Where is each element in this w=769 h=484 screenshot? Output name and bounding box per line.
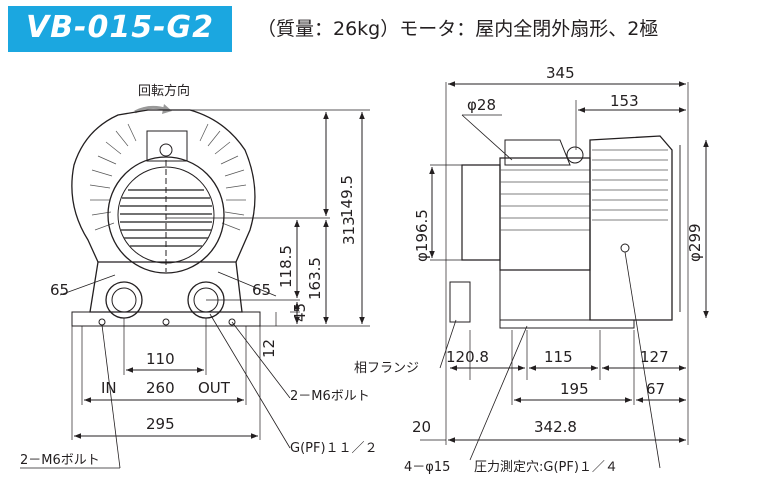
dim-153: 153	[610, 92, 639, 110]
spec-text: （質量：26kg）モータ：屋内全閉外扇形、2極	[257, 18, 659, 40]
port-in-label: IN	[101, 379, 117, 397]
model-number: VB-015-G2	[25, 10, 215, 45]
model-badge: VB-015-G2	[8, 6, 232, 52]
dim-65-right: 65	[252, 281, 271, 299]
dim-phi196-5: φ196.5	[413, 209, 431, 262]
bolt-callout-right: 2－M6ボルト	[290, 389, 370, 404]
dim-phi28: φ28	[467, 96, 496, 114]
dim-110: 110	[146, 350, 175, 368]
dim-127: 127	[640, 348, 669, 366]
pipe-thread-callout: G(PF)１１／２	[290, 441, 378, 456]
bolt-callout-bottom: 2－M6ボルト	[20, 453, 100, 468]
dim-20: 20	[412, 418, 431, 436]
dim-115: 115	[544, 348, 573, 366]
dim-195: 195	[560, 380, 589, 398]
dim-65-left: 65	[50, 281, 69, 299]
flange-callout: 相フランジ	[354, 361, 419, 376]
dim-149-5: 149.5	[338, 175, 356, 218]
front-view-drawing	[20, 104, 370, 469]
dim-163-5: 163.5	[306, 257, 324, 300]
pressure-port-callout: 圧力測定穴:G(PF)１／４	[474, 460, 618, 475]
dim-120-8: 120.8	[446, 348, 489, 366]
dim-118-5: 118.5	[277, 245, 295, 288]
rotation-label: 回転方向	[138, 83, 190, 99]
dim-342-8: 342.8	[534, 418, 577, 436]
dim-12: 12	[260, 339, 278, 358]
dim-295: 295	[146, 415, 175, 433]
dim-phi299: φ299	[686, 223, 704, 262]
dim-45: 45	[291, 303, 309, 322]
dim-260: 260	[146, 379, 175, 397]
dim-313: 313	[340, 216, 358, 245]
side-view-drawing	[420, 81, 709, 469]
dim-345: 345	[546, 64, 575, 82]
dim-67: 67	[646, 380, 665, 398]
port-out-label: OUT	[198, 379, 231, 397]
holes-callout: 4－φ15	[404, 460, 450, 475]
